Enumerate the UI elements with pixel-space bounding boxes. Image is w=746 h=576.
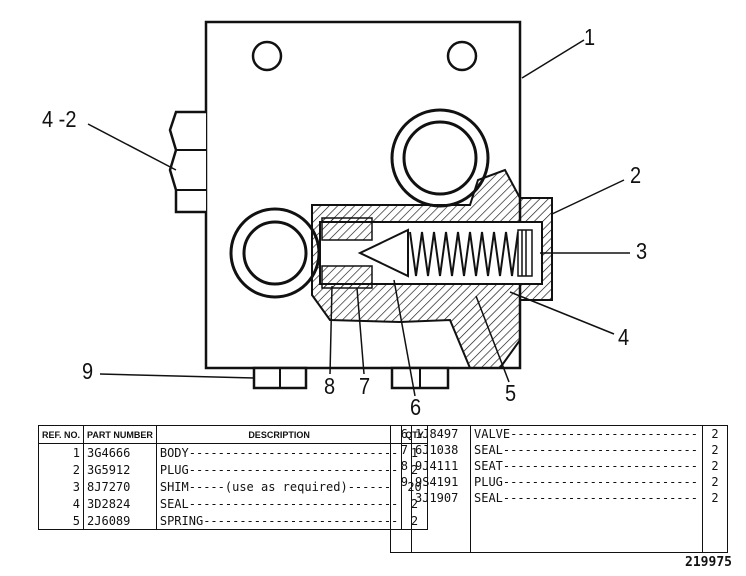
quantity: 2: [702, 458, 728, 474]
ref-no: 9: [390, 474, 412, 490]
parts-list-right: 6 1J8497 VALVE--------------------------…: [390, 425, 728, 553]
ref-no: 4: [37, 495, 85, 512]
ref-no: 5: [37, 512, 85, 530]
description: SHIM-----(use as required)------: [155, 478, 403, 495]
valve-seat: [321, 217, 373, 241]
description: SPRING---------------------------: [155, 512, 403, 530]
ref-no: 2: [37, 461, 85, 478]
table-row: 5 2J6089 SPRING-------------------------…: [37, 512, 428, 530]
drawing-number: 219975: [685, 555, 732, 570]
part-number: 3G5912: [83, 461, 157, 478]
ref-no: 1: [37, 443, 85, 461]
part-number: 2J6089: [83, 512, 157, 530]
description-header: DESCRIPTION: [155, 425, 403, 444]
ref-no: 7: [390, 442, 412, 458]
description: PLUG---------------------------: [470, 474, 703, 490]
table-row: 1 3G4666 BODY---------------------------…: [37, 443, 428, 461]
part-number-header: PART NUMBER: [83, 425, 157, 444]
table-row: 4 3D2824 SEAL---------------------------…: [37, 495, 428, 512]
description: BODY-----------------------------: [155, 443, 403, 461]
callout-6: 6: [410, 395, 422, 421]
table-row: 9 9S4191 PLUG---------------------------…: [390, 474, 728, 490]
ref-no: [390, 490, 412, 506]
description: PLUG-----------------------------: [155, 461, 403, 478]
quantity: 2: [702, 490, 728, 506]
ref-no: 3: [37, 478, 85, 495]
description: SEAL-----------------------------: [155, 495, 403, 512]
callout-4: 4: [618, 325, 630, 351]
description: SEAL---------------------------: [470, 442, 703, 458]
part-number: 9J4111: [411, 458, 471, 474]
part-number: 3J1907: [411, 490, 471, 506]
table-row: 2 3G5912 PLUG---------------------------…: [37, 461, 428, 478]
mount-hole: [446, 40, 478, 72]
ref-no: 8: [390, 458, 412, 474]
side-plug-hex: [168, 110, 206, 214]
callout-8: 8: [324, 374, 336, 400]
part-number: 3G4666: [83, 443, 157, 461]
quantity: 2: [702, 425, 728, 442]
part-number: 1J8497: [411, 425, 471, 442]
description: SEAT---------------------------: [470, 458, 703, 474]
table-row: 3J1907 SEAL--------------------------- 2: [390, 490, 728, 506]
callout-3: 3: [636, 239, 648, 265]
valve-cone: [357, 228, 409, 278]
ref-no-header: REF. NO.: [37, 425, 85, 444]
valve-assembly-drawing: [87, 20, 630, 397]
table-row: 6 1J8497 VALVE--------------------------…: [390, 425, 728, 442]
part-number: 8J7270: [83, 478, 157, 495]
table-row: 8 9J4111 SEAT---------------------------…: [390, 458, 728, 474]
table-row: 7 6J1038 SEAL---------------------------…: [390, 442, 728, 458]
parts-list-left: REF. NO. PART NUMBER DESCRIPTION QTY 1 3…: [37, 425, 428, 530]
leader-lines: [87, 39, 630, 397]
callout-4-2: 4 -2: [42, 107, 77, 133]
quantity: 2: [702, 442, 728, 458]
table-row: 3 8J7270 SHIM-----(use as required)-----…: [37, 478, 428, 495]
table-row-spacer: [390, 506, 728, 553]
part-number: 6J1038: [411, 442, 471, 458]
quantity: 2: [702, 474, 728, 490]
callout-1: 1: [584, 25, 596, 51]
description: VALVE--------------------------: [470, 425, 703, 442]
ref-no: 6: [390, 425, 412, 442]
shim: [517, 229, 533, 277]
callout-2: 2: [630, 163, 642, 189]
callout-5: 5: [505, 381, 517, 407]
description: SEAL---------------------------: [470, 490, 703, 506]
part-number: 9S4191: [411, 474, 471, 490]
part-number: 3D2824: [83, 495, 157, 512]
mount-hole: [251, 40, 283, 72]
callout-7: 7: [359, 374, 371, 400]
spring: [409, 231, 525, 277]
callout-9: 9: [82, 359, 94, 385]
